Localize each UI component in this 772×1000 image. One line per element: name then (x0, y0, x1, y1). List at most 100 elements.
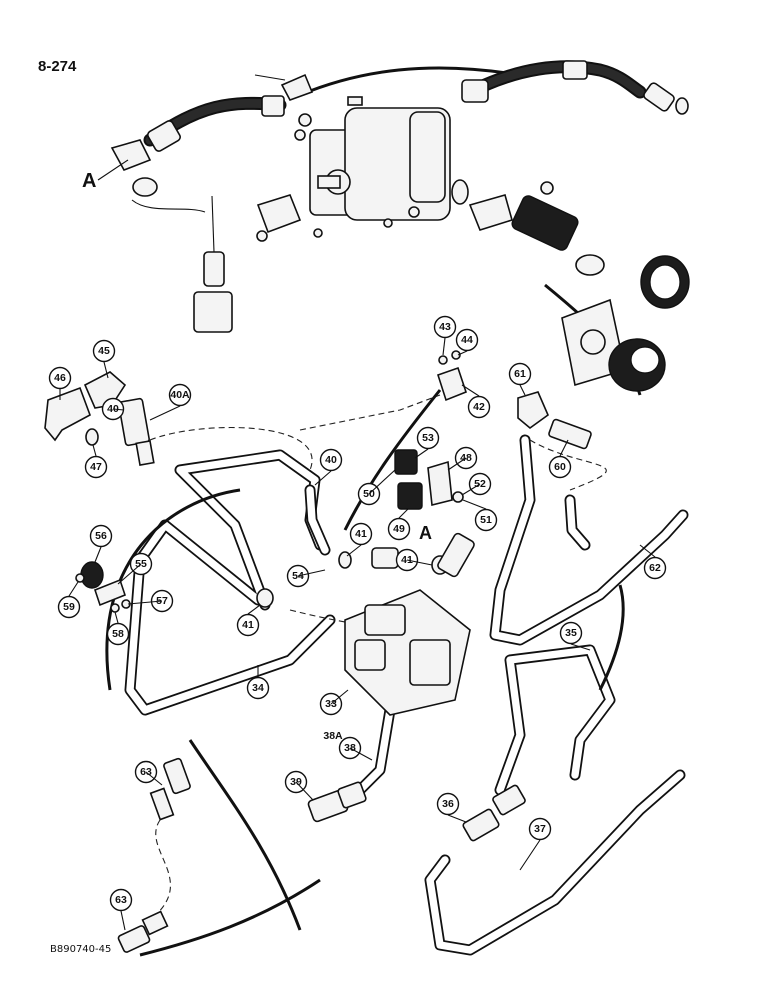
bolt-head (540, 181, 554, 195)
flange-half (280, 73, 314, 101)
reference-line (299, 394, 441, 431)
clamp-56 (80, 561, 104, 589)
pump-section (409, 111, 446, 203)
svg-text:41: 41 (355, 528, 367, 540)
svg-text:48: 48 (460, 452, 472, 464)
svg-text:60: 60 (554, 461, 566, 473)
svg-text:53: 53 (422, 432, 434, 444)
tube-37-inner (426, 771, 684, 954)
svg-text:34: 34 (252, 682, 264, 694)
callout-58: 58 (106, 622, 130, 646)
tube-38-inner (351, 706, 394, 799)
svg-text:36: 36 (442, 798, 454, 810)
callout-46: 46 (48, 366, 72, 390)
clamp-block-49 (397, 482, 423, 510)
callout-41-left: 41 (236, 613, 260, 637)
svg-text:40: 40 (325, 454, 337, 466)
tube-37 (424, 769, 686, 956)
tube-62-inner (491, 436, 687, 644)
fitting-36 (462, 808, 500, 842)
fitting-63-lower (117, 925, 151, 953)
callout-51: 51 (474, 508, 498, 532)
valve-spool-cap (364, 604, 406, 636)
leader-line (131, 199, 206, 213)
tube-40-inner (306, 486, 329, 554)
washer (294, 129, 306, 141)
svg-text:58: 58 (112, 628, 124, 640)
callout-36: 36 (436, 792, 460, 816)
hose-crimp (562, 60, 588, 80)
o-ring-41 (338, 551, 352, 569)
clamp-block-50 (394, 449, 418, 475)
assembly-arc (139, 878, 321, 957)
callout-47: 47 (84, 455, 108, 479)
fitting-63-upper-thread (149, 787, 175, 821)
bolt-head (408, 206, 420, 218)
flange-42 (437, 366, 467, 402)
hose-end (461, 79, 489, 103)
nut-36 (492, 784, 526, 816)
svg-text:47: 47 (90, 461, 102, 473)
adapter-60 (548, 418, 592, 450)
callout-49: 49 (387, 517, 411, 541)
svg-text:62: 62 (649, 562, 661, 574)
assembly-arc (343, 389, 442, 531)
elbow-fitting-61 (517, 391, 549, 430)
bolt (298, 113, 312, 127)
callout-62: 62 (643, 556, 667, 580)
callout-38a: 38A (323, 730, 343, 742)
reference-letter-a-mid: A (419, 523, 432, 543)
svg-text:56: 56 (95, 530, 107, 542)
assembly-arc (299, 66, 521, 97)
reference-letter-a-top: A (82, 170, 97, 192)
bolt-head (256, 230, 268, 242)
bolt-shank (254, 74, 286, 81)
svg-text:52: 52 (474, 478, 486, 490)
assembly-arc (188, 739, 302, 931)
svg-text:63: 63 (115, 894, 127, 906)
strainer-gasket-hole (649, 264, 681, 300)
svg-text:45: 45 (98, 345, 110, 357)
svg-text:44: 44 (461, 334, 473, 346)
valve-spool-cap (354, 639, 386, 671)
tube-60-inner (566, 496, 589, 549)
svg-text:55: 55 (135, 558, 147, 570)
o-ring-41 (256, 588, 274, 608)
svg-text:40A: 40A (170, 389, 190, 401)
tube-lines (105, 389, 689, 957)
svg-text:42: 42 (473, 401, 485, 413)
reference-line (149, 426, 313, 471)
fittings-mid (44, 350, 592, 953)
cap-fitting (132, 177, 158, 197)
tee-fitting (110, 139, 152, 171)
svg-text:43: 43 (439, 321, 451, 333)
svg-text:59: 59 (63, 601, 75, 613)
callout-59: 59 (57, 595, 81, 619)
fitting-axis (211, 195, 215, 253)
washer (383, 218, 393, 228)
page-number: 8-274 (38, 58, 77, 75)
adapter-fitting (643, 82, 675, 112)
bolt-head (347, 96, 363, 106)
reference-line (529, 439, 607, 491)
bolt-43 (438, 355, 448, 365)
valve-section (409, 639, 451, 686)
assembly-arc (105, 488, 241, 691)
svg-text:35: 35 (565, 627, 577, 639)
clamp-plate-55 (94, 578, 126, 607)
washer-44 (451, 350, 461, 360)
callout-63-lower: 63 (109, 888, 133, 912)
suction-hose-inner (480, 62, 645, 97)
callout-leaders (59, 159, 656, 931)
svg-text:51: 51 (480, 514, 492, 526)
callout-61: 61 (508, 362, 532, 386)
svg-text:46: 46 (54, 372, 66, 384)
o-ring (451, 179, 469, 205)
clamp-plate-48 (427, 460, 453, 506)
fitting-nut (203, 251, 225, 287)
top-pump-assembly (110, 60, 690, 396)
strainer-core (630, 346, 660, 374)
pump-shaft (317, 175, 341, 189)
callout-40a: 40A (168, 383, 192, 407)
callout-35: 35 (559, 621, 583, 645)
